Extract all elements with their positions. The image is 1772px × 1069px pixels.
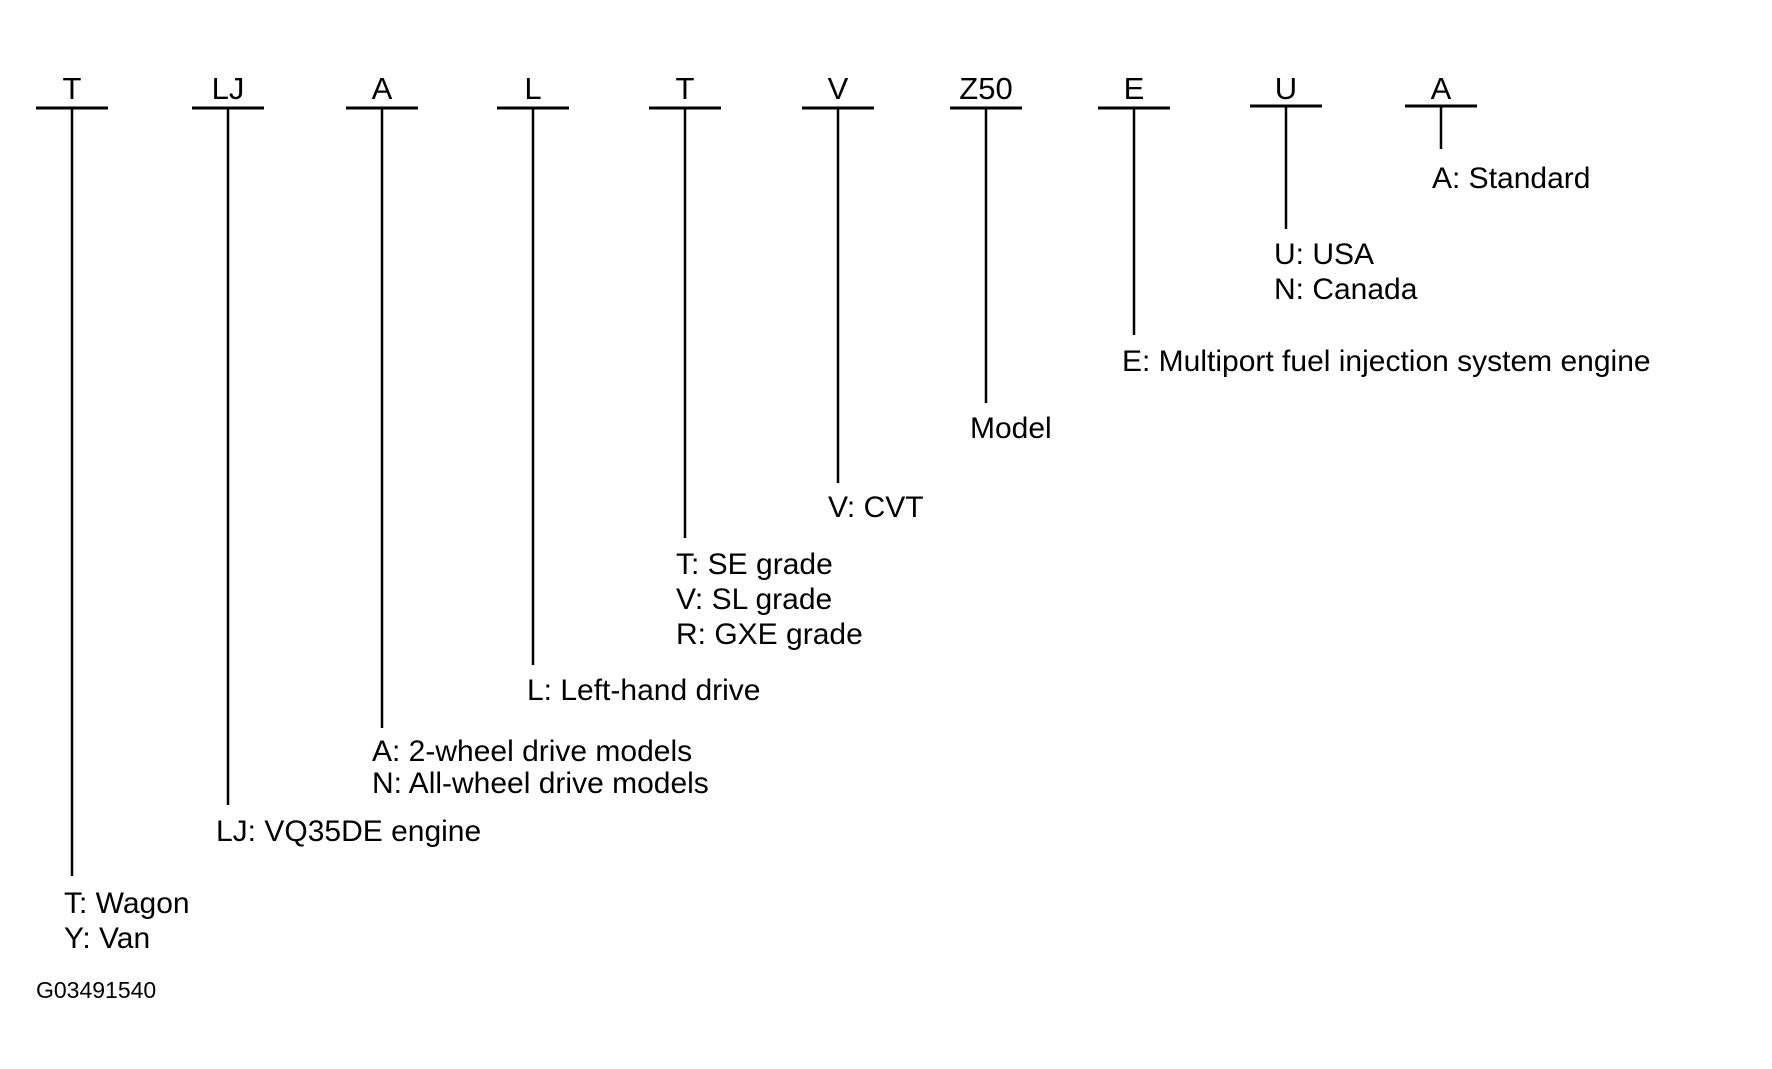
desc-line: A: Standard xyxy=(1432,162,1591,195)
desc-line: V: CVT xyxy=(828,491,924,524)
desc-line: N: Canada xyxy=(1274,273,1418,306)
desc-fuel-system: E: Multiport fuel injection system engin… xyxy=(1122,344,1651,379)
desc-line: Model xyxy=(970,412,1052,445)
desc-grade: T: SE grade V: SL grade R: GXE grade xyxy=(676,547,863,652)
desc-line: U: USA xyxy=(1274,238,1375,271)
desc-transmission: V: CVT xyxy=(828,490,924,525)
code-letter-handle: L xyxy=(524,71,542,106)
desc-line: E: Multiport fuel injection system engin… xyxy=(1122,345,1651,378)
desc-line: R: GXE grade xyxy=(676,618,863,651)
desc-handle: L: Left-hand drive xyxy=(527,673,760,708)
desc-engine: LJ: VQ35DE engine xyxy=(216,814,481,849)
code-letter-model: Z50 xyxy=(959,71,1013,106)
desc-line: N: All-wheel drive models xyxy=(372,767,709,800)
code-letter-transmission: V xyxy=(827,71,849,106)
code-letter-destination: U xyxy=(1274,71,1298,106)
code-letter-body-type: T xyxy=(62,71,82,106)
desc-line: L: Left-hand drive xyxy=(527,674,761,707)
desc-line: T: Wagon xyxy=(64,887,190,920)
desc-destination: U: USA N: Canada xyxy=(1274,237,1417,307)
desc-body-type: T: Wagon Y: Van xyxy=(64,886,190,956)
figure-id: G03491540 xyxy=(36,977,157,1003)
desc-line: V: SL grade xyxy=(676,583,833,616)
code-letter-grade: T xyxy=(675,71,695,106)
desc-line: LJ: VQ35DE engine xyxy=(216,815,482,848)
code-letter-drive-type: A xyxy=(371,71,393,106)
code-letter-fuel-system: E xyxy=(1123,71,1145,106)
desc-line: T: SE grade xyxy=(676,548,833,581)
desc-drive-type: A: 2-wheel drive models N: All-wheel dri… xyxy=(372,736,709,800)
code-letter-engine: LJ xyxy=(211,71,245,106)
desc-line: A: 2-wheel drive models xyxy=(372,735,693,768)
code-letter-spec: A xyxy=(1430,71,1452,106)
desc-model: Model xyxy=(970,411,1052,446)
desc-spec: A: Standard xyxy=(1432,161,1590,196)
desc-line: Y: Van xyxy=(64,922,151,955)
